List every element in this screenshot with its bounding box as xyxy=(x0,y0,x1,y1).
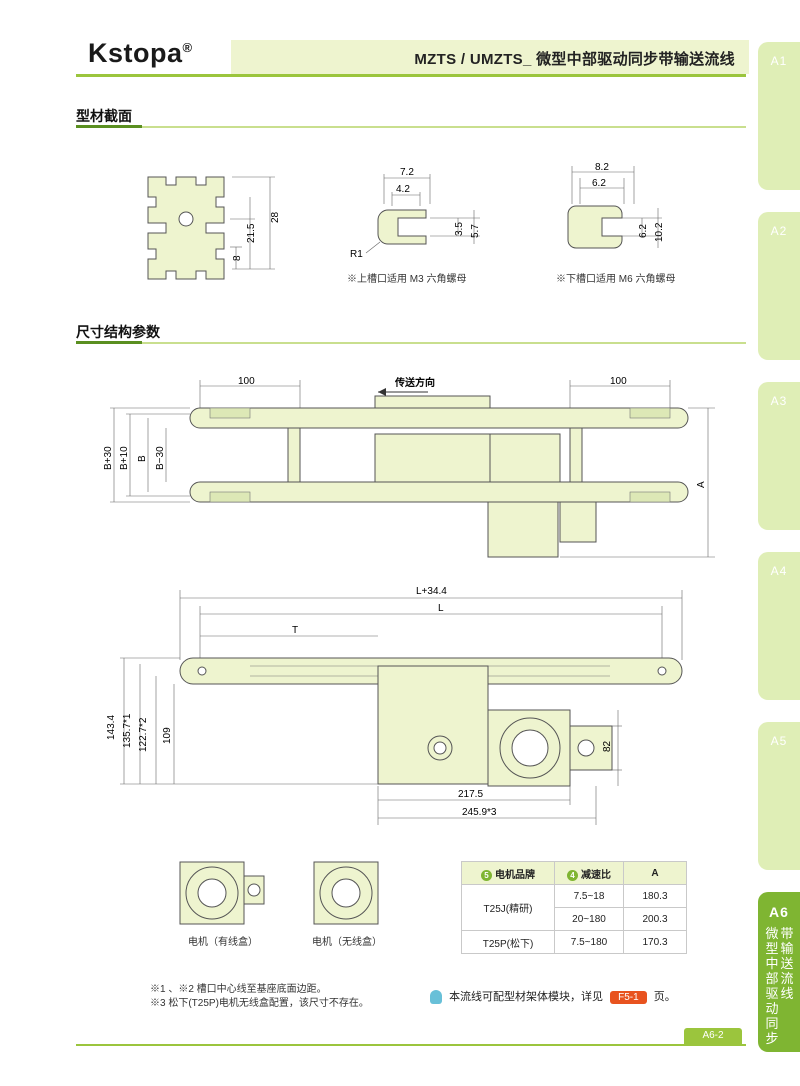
table-row: T25J(精研) 7.5~18 180.3 xyxy=(461,884,687,931)
side-tab-a3[interactable]: A3 xyxy=(758,382,800,530)
motor-caption-without-box: 电机（无线盒） xyxy=(312,937,382,948)
dim-82: 82 xyxy=(602,740,613,752)
section-underline xyxy=(76,341,142,344)
direction-label: 传送方向 xyxy=(394,376,435,389)
tab-a6-text-col1: 微型中部驱动同步 xyxy=(765,926,779,1046)
dim-3-5: 3.5 xyxy=(454,222,465,236)
dim-l-plus: L+34.4 xyxy=(416,586,447,597)
side-tab-a2[interactable]: A2 xyxy=(758,212,800,360)
dim-l: L xyxy=(438,603,444,614)
page-ref-badge[interactable]: F5-1 xyxy=(610,991,647,1004)
title-bar: MZTS / UMZTS_ 微型中部驱动同步带输送流线 xyxy=(228,40,749,74)
dim-5-7: 5.7 xyxy=(470,224,481,238)
m6-note: ※下槽口适用 M6 六角螺母 xyxy=(556,274,676,285)
side-tab-a1[interactable]: A1 xyxy=(758,42,800,190)
dim-245-9: 245.9*3 xyxy=(462,807,497,818)
dim-b-plus-10: B+10 xyxy=(119,446,130,470)
dim-8-2: 8.2 xyxy=(595,162,609,173)
dim-r1: R1 xyxy=(350,249,363,260)
dim-10-2: 10.2 xyxy=(654,222,665,242)
section-underline xyxy=(76,125,142,128)
table-row: T25P(松下) 7.5~180 170.3 xyxy=(461,930,687,954)
side-view-drawing: L+34.4 L T 143.4 135.7*1 122.7*2 109 82 … xyxy=(106,586,683,825)
dim-21-5: 21.5 xyxy=(246,223,257,243)
dim-b-minus-30: B−30 xyxy=(155,446,166,470)
brand-logo: Kstopa® xyxy=(88,38,193,68)
dim-217-5: 217.5 xyxy=(458,789,483,800)
dim-right-100: 100 xyxy=(610,376,627,387)
tab-a6-text-col2: 带输送流线 xyxy=(780,926,794,1001)
dim-8: 8 xyxy=(232,255,243,261)
motor-caption-with-box: 电机（有线盒） xyxy=(188,937,258,948)
motor-without-box xyxy=(313,861,379,925)
page-number: A6-2 xyxy=(684,1028,742,1044)
side-tab-a5[interactable]: A5 xyxy=(758,722,800,870)
dim-122-7: 122.7*2 xyxy=(138,717,149,752)
top-view-drawing: 100 100 传送方向 B+30 B+10 B B−30 A xyxy=(103,376,715,558)
motor-with-box xyxy=(179,861,265,925)
section-rule xyxy=(76,126,746,128)
dim-t: T xyxy=(292,625,298,636)
section-title-dimensions: 尺寸结构参数 xyxy=(76,324,160,340)
table-header: A xyxy=(623,861,687,885)
section-title-profile: 型材截面 xyxy=(76,108,132,124)
dim-a: A xyxy=(696,481,707,488)
dim-4-2: 4.2 xyxy=(396,184,410,195)
dim-109: 109 xyxy=(162,727,173,744)
lightbulb-icon xyxy=(430,990,442,1005)
footnote-1: ※1 、※2 槽口中心线至基座底面边距。 xyxy=(150,984,327,995)
header-rule xyxy=(76,74,746,77)
page-title: MZTS / UMZTS_ 微型中部驱动同步带输送流线 xyxy=(414,51,735,68)
reference-tip: 本流线可配型材架体模块，详见 F5-1 页。 xyxy=(430,988,676,1005)
dim-6-2-w: 6.2 xyxy=(592,178,606,189)
dim-135-7: 135.7*1 xyxy=(122,713,133,748)
m3-slot-detail: 7.2 4.2 3.5 5.7 R1 xyxy=(350,167,481,260)
profile-cross-section: 28 21.5 8 xyxy=(147,176,281,280)
dim-b: B xyxy=(137,455,148,462)
m3-note: ※上槽口适用 M3 六角螺母 xyxy=(347,274,467,285)
dim-left-100: 100 xyxy=(238,376,255,387)
m6-slot-detail: 8.2 6.2 6.2 10.2 xyxy=(567,162,665,249)
dim-143-4: 143.4 xyxy=(106,715,117,740)
dim-6-2-h: 6.2 xyxy=(638,224,649,238)
side-tab-a6[interactable]: A6 带输送流线 微型中部驱动同步 xyxy=(758,892,800,1052)
dim-b-plus-30: B+30 xyxy=(103,446,114,470)
footnote-2: ※3 松下(T25P)电机无线盒配置，该尺寸不存在。 xyxy=(150,998,369,1009)
dim-28: 28 xyxy=(270,211,281,223)
dim-7-2: 7.2 xyxy=(400,167,414,178)
footer-rule xyxy=(76,1044,746,1046)
side-tab-a4[interactable]: A4 xyxy=(758,552,800,700)
section-rule xyxy=(76,342,746,344)
